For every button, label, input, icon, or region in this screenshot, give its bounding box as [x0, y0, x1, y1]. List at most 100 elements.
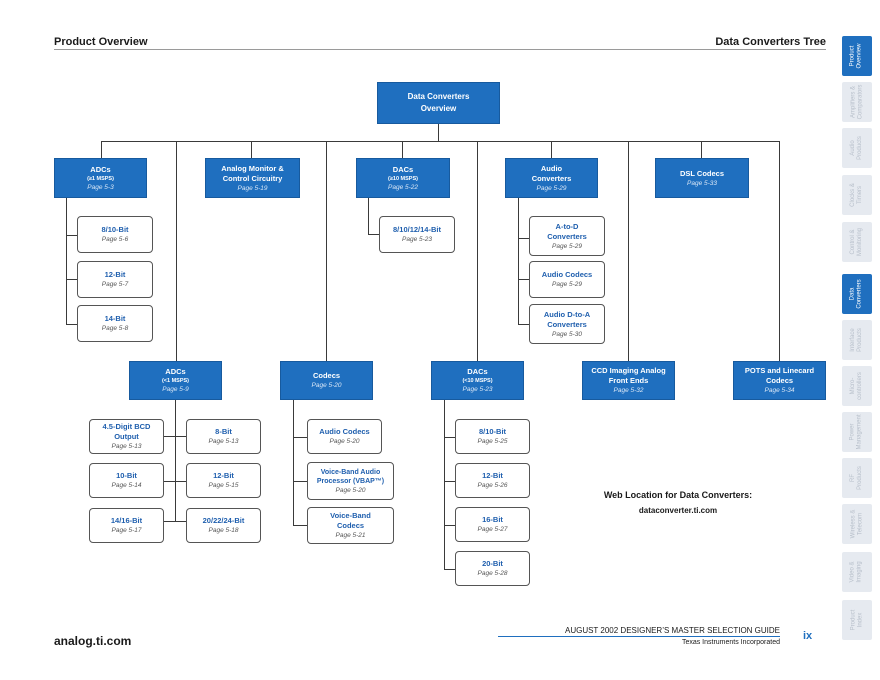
node-subtitle: (≥10 MSPS) [388, 175, 418, 182]
tab-label: Interface Products [850, 328, 863, 352]
leaf-page: Page 5-18 [208, 527, 239, 534]
tab-data-converters[interactable]: Data Converters [842, 274, 872, 314]
node-dsl-codecs[interactable]: DSL Codecs Page 5-33 [655, 158, 749, 198]
tab-label: RF Products [850, 466, 863, 490]
tab-control-monitoring[interactable]: Control & Monitoring [842, 222, 872, 262]
tab-label: Control & Monitoring [849, 227, 863, 257]
leaf-title: Audio D-to-A Converters [543, 309, 591, 329]
node-subtitle: (<1 MSPS) [161, 378, 190, 384]
leaf-title: 12-Bit [482, 471, 503, 480]
leaf-node[interactable]: A-to-D Converters Page 5-29 [529, 216, 605, 256]
leaf-node[interactable]: 12-Bit Page 5-7 [77, 261, 153, 298]
leaf-node[interactable]: Voice-Band Audio Processor (VBAP™) Page … [307, 462, 394, 500]
node-title: ADCs [90, 164, 111, 174]
footer-website[interactable]: analog.ti.com [54, 634, 132, 648]
node-adcs-slow[interactable]: ADCs (<1 MSPS) Page 5-9 [129, 361, 222, 400]
root-node[interactable]: Data Converters Overview [377, 82, 500, 124]
node-ccd-imaging[interactable]: CCD Imaging Analog Front Ends Page 5-32 [582, 361, 675, 400]
leaf-page: Page 5-14 [111, 482, 142, 489]
tab-label: Amplifiers & Comparators [850, 84, 863, 120]
tab-label: Micro- controllers [850, 372, 863, 400]
leaf-page: Page 5-28 [477, 570, 508, 577]
leaf-node[interactable]: 8-Bit Page 5-13 [186, 419, 261, 454]
tab-video-imaging[interactable]: Video & Imaging [842, 552, 872, 592]
tab-label: Product Overview [849, 43, 863, 69]
leaf-title: 8/10-Bit [478, 427, 507, 436]
node-page: Page 5-9 [162, 386, 189, 393]
tab-rf-products[interactable]: RF Products [842, 458, 872, 498]
leaf-page: Page 5-20 [329, 438, 360, 445]
leaf-page: Page 5-29 [552, 242, 582, 250]
tab-label: Video & Imaging [849, 561, 863, 583]
node-title: Data Converters Overview [407, 92, 470, 113]
leaf-node[interactable]: Audio Codecs Page 5-29 [529, 261, 605, 298]
leaf-page: Page 5-26 [477, 482, 508, 489]
tab-power-management[interactable]: Power Management [842, 412, 872, 452]
leaf-title: Audio Codecs [541, 270, 593, 279]
tab-interface-products[interactable]: Interface Products [842, 320, 872, 360]
leaf-page: Page 5-27 [477, 526, 508, 533]
node-title: DSL Codecs [679, 168, 725, 178]
leaf-node[interactable]: 12-Bit Page 5-15 [186, 463, 261, 498]
web-location-label: Web Location for Data Converters: [603, 490, 753, 500]
leaf-title: 14-Bit [104, 314, 126, 323]
node-title: DACs [392, 164, 414, 174]
node-subtitle: (<10 MSPS) [462, 378, 493, 384]
leaf-node[interactable]: Voice-Band Codecs Page 5-21 [307, 507, 394, 544]
tab-label: Wireless & Telecom [849, 509, 863, 539]
leaf-page: Page 5-7 [101, 281, 129, 288]
leaf-node[interactable]: Audio Codecs Page 5-20 [307, 419, 382, 454]
page-title: Data Converters Tree [715, 36, 826, 48]
leaf-title: 16-Bit [482, 515, 503, 524]
tab-audio-products[interactable]: Audio Products [842, 128, 872, 168]
leaf-node[interactable]: 8/10-Bit Page 5-6 [77, 216, 153, 253]
node-title: Analog Monitor & Control Circuitry [221, 163, 284, 183]
leaf-title: 8/10/12/14-Bit [393, 225, 441, 234]
leaf-title: 12-Bit [213, 471, 234, 480]
node-page: Page 5-23 [462, 386, 493, 393]
leaf-node[interactable]: 8/10-Bit Page 5-25 [455, 419, 530, 454]
node-page: Page 5-22 [388, 183, 418, 191]
leaf-title: 20-Bit [482, 559, 503, 568]
node-page: Page 5-32 [613, 387, 644, 394]
node-dacs-slow[interactable]: DACs (<10 MSPS) Page 5-23 [431, 361, 524, 400]
leaf-title: 4.5-Digit BCD Output [102, 422, 151, 441]
leaf-node[interactable]: 12-Bit Page 5-26 [455, 463, 530, 498]
node-page: Page 5-34 [764, 387, 795, 394]
leaf-node[interactable]: 14/16-Bit Page 5-17 [89, 508, 164, 543]
node-codecs[interactable]: Codecs Page 5-20 [280, 361, 373, 400]
tab-amplifiers-comparators[interactable]: Amplifiers & Comparators [842, 82, 872, 122]
node-page: Page 5-19 [237, 184, 268, 192]
leaf-page: Page 5-8 [101, 325, 129, 332]
footer-divider [498, 636, 780, 637]
tab-microcontrollers[interactable]: Micro- controllers [842, 366, 872, 406]
leaf-page: Page 5-20 [335, 486, 366, 494]
leaf-node[interactable]: Audio D-to-A Converters Page 5-30 [529, 304, 605, 344]
tab-clocks-timers[interactable]: Clocks & Timers [842, 175, 872, 215]
leaf-node[interactable]: 20-Bit Page 5-28 [455, 551, 530, 586]
leaf-title: Voice-Band Codecs [330, 511, 371, 530]
leaf-node[interactable]: 16-Bit Page 5-27 [455, 507, 530, 542]
tab-wireless-telecom[interactable]: Wireless & Telecom [842, 504, 872, 544]
leaf-node[interactable]: 20/22/24-Bit Page 5-18 [186, 508, 261, 543]
node-adcs-fast[interactable]: ADCs (≥1 MSPS) Page 5-3 [54, 158, 147, 198]
leaf-node[interactable]: 14-Bit Page 5-8 [77, 305, 153, 342]
web-location-link[interactable]: dataconverter.ti.com [638, 506, 718, 515]
leaf-node[interactable]: 8/10/12/14-Bit Page 5-23 [379, 216, 455, 253]
leaf-page: Page 5-13 [111, 443, 142, 450]
node-audio-converters[interactable]: Audio Converters Page 5-29 [505, 158, 598, 198]
leaf-node[interactable]: 10-Bit Page 5-14 [89, 463, 164, 498]
node-title: DACs [467, 367, 488, 376]
leaf-title: Voice-Band Audio Processor (VBAP™) [316, 468, 385, 485]
node-title: POTS and Linecard Codecs [744, 366, 815, 385]
leaf-title: 10-Bit [116, 471, 137, 480]
node-pots-linecard[interactable]: POTS and Linecard Codecs Page 5-34 [733, 361, 826, 400]
tab-label: Data Converters [850, 279, 863, 309]
tab-product-overview[interactable]: Product Overview [842, 36, 872, 76]
leaf-node[interactable]: 4.5-Digit BCD Output Page 5-13 [89, 419, 164, 454]
leaf-page: Page 5-15 [208, 482, 239, 489]
tab-product-index[interactable]: Product Index [842, 600, 872, 640]
node-analog-monitor[interactable]: Analog Monitor & Control Circuitry Page … [205, 158, 300, 198]
leaf-page: Page 5-17 [111, 527, 142, 534]
node-dacs-fast[interactable]: DACs (≥10 MSPS) Page 5-22 [356, 158, 450, 198]
